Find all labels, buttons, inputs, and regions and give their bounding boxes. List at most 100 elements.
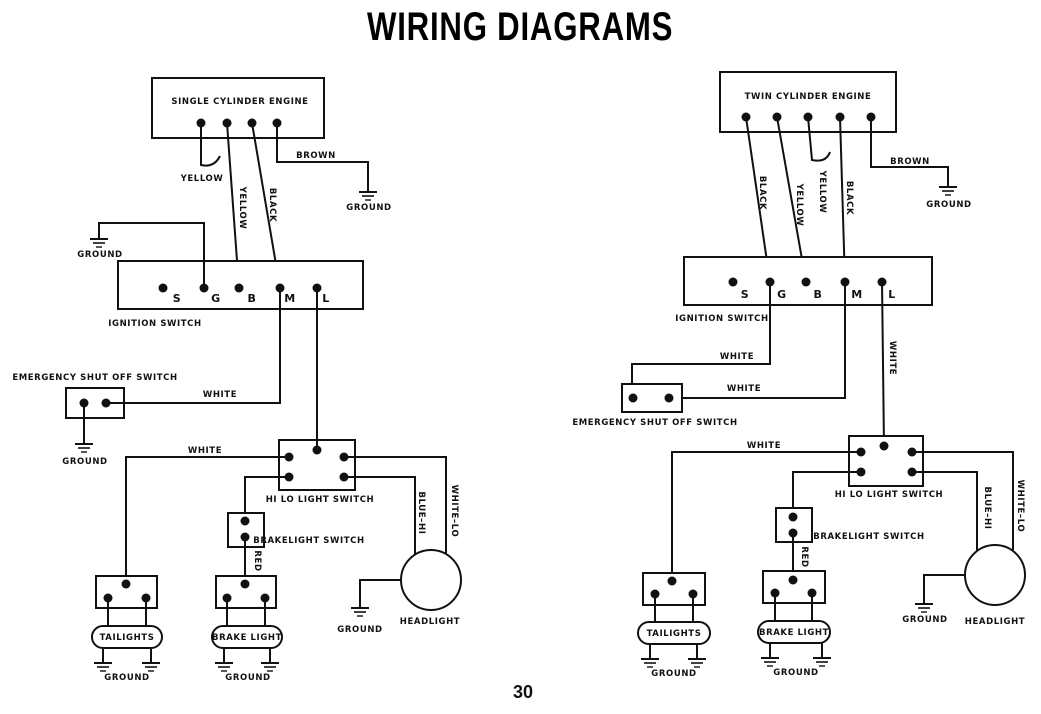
- right-brake-ground-icon-2: [812, 649, 832, 667]
- left-headlight-label: HEADLIGHT: [400, 617, 460, 627]
- right-brown-wire: [870, 117, 949, 181]
- left-tail-ground-label: GROUND: [104, 673, 149, 683]
- right-black-wire-2: [839, 116, 846, 283]
- left-ignition-switch-label: IGNITION SWITCH: [108, 319, 202, 329]
- right-brake-terminal-1: [788, 512, 798, 522]
- right-ign-terminal-s: [728, 277, 738, 287]
- right-black-label-1: BLACK: [757, 176, 767, 210]
- right-brake-ground-icon-1: [760, 649, 780, 667]
- page-title: WIRING DIAGRAMS: [367, 4, 673, 49]
- right-ign-terminal-b: [801, 277, 811, 287]
- right-white-label-2: WHITE: [727, 384, 761, 394]
- left-tail-ground-icon-1: [93, 654, 113, 672]
- right-hilo-brake-wire: [792, 471, 861, 516]
- left-brake-ground-icon-1: [214, 654, 234, 672]
- left-ign-terminal-s: [158, 283, 168, 293]
- left-ign-terminal-b: [234, 283, 244, 293]
- left-brake-light-label: BRAKE LIGHT: [212, 633, 282, 643]
- left-white-tail-label: WHITE: [188, 446, 222, 456]
- right-white-lo-wire: [912, 451, 1014, 550]
- right-white-tail-label: WHITE: [747, 441, 781, 451]
- right-tail-junction-top: [667, 576, 677, 586]
- left-white-lo-label: WHITE–LO: [449, 485, 459, 538]
- left-brakelight-switch-label: BRAKELIGHT SWITCH: [253, 536, 364, 546]
- left-emergency-ground-label: GROUND: [62, 457, 107, 467]
- left-ign-m-label: M: [284, 292, 296, 305]
- right-brakelight-switch-label: BRAKELIGHT SWITCH: [813, 532, 924, 542]
- left-hilo-switch-label: HI LO LIGHT SWITCH: [266, 495, 375, 505]
- left-diagram: SINGLE CYLINDER ENGINE YELLOW YELLOW BLA…: [12, 77, 462, 683]
- left-yellow-loop-label: YELLOW: [180, 174, 224, 184]
- right-brake-light-label: BRAKE LIGHT: [759, 628, 829, 638]
- right-yellow-loop-wire: [807, 116, 831, 162]
- left-brake-ground-icon-2: [260, 654, 280, 672]
- left-black-label: BLACK: [267, 188, 277, 222]
- left-emergency-white-wire: [106, 288, 281, 404]
- right-white-tail-wire: [671, 451, 861, 581]
- left-tailights-icon: [91, 625, 163, 649]
- right-diagram: TWIN CYLINDER ENGINE BLACK YELLOW YELLOW…: [572, 71, 1026, 679]
- right-brake-junction-top: [788, 575, 798, 585]
- left-white-tail-wire: [125, 456, 289, 584]
- left-ignition-ground-icon: [89, 230, 109, 248]
- left-ignition-ground-label: GROUND: [77, 250, 122, 260]
- left-yellow-label: YELLOW: [237, 186, 247, 230]
- right-hilo-terminal-top: [879, 441, 889, 451]
- right-emergency-terminal-1: [628, 393, 638, 403]
- right-headlight-ground-wire: [923, 574, 965, 598]
- left-ignition-ground-wire: [98, 222, 205, 288]
- right-ign-l-label: L: [888, 288, 896, 301]
- left-brake-junction-top: [240, 579, 250, 589]
- left-engine-box: [151, 77, 325, 139]
- right-blue-hi-wire: [912, 471, 978, 552]
- left-headlight-ground-label: GROUND: [337, 625, 382, 635]
- right-ignition-switch-label: IGNITION SWITCH: [675, 314, 769, 324]
- right-headlight-label: HEADLIGHT: [965, 617, 1025, 627]
- right-yellow-loop-label: YELLOW: [817, 170, 827, 214]
- right-blue-hi-label: BLUE–HI: [982, 486, 992, 529]
- right-ign-s-label: S: [741, 288, 750, 301]
- right-yellow-wire: [776, 116, 807, 283]
- right-brown-label: BROWN: [890, 157, 930, 167]
- left-ign-s-label: S: [173, 292, 182, 305]
- left-blue-hi-label: BLUE–HI: [416, 491, 426, 534]
- left-engine-ground-icon: [358, 183, 378, 201]
- right-ign-g-label: G: [777, 288, 787, 301]
- left-ign-l-label: L: [322, 292, 330, 305]
- right-headlight-icon: [964, 544, 1026, 606]
- right-engine-label: TWIN CYLINDER ENGINE: [745, 92, 872, 102]
- left-hilo-switch-box: [278, 439, 356, 491]
- right-tailights-icon: [637, 621, 711, 645]
- page-number: 30: [513, 682, 533, 702]
- right-white-l-label: WHITE: [887, 341, 897, 375]
- right-emergency-terminal-2: [664, 393, 674, 403]
- left-hilo-brake-wire: [244, 476, 289, 520]
- right-tail-ground-icon-1: [640, 650, 660, 668]
- right-emergency-switch-label: EMERGENCY SHUT OFF SWITCH: [572, 418, 737, 428]
- right-tail-ground-icon-2: [687, 650, 707, 668]
- left-brake-light-icon: [211, 625, 283, 649]
- right-ign-b-label: B: [814, 288, 823, 301]
- right-engine-ground-label: GROUND: [926, 200, 971, 210]
- left-tail-ground-icon-2: [141, 654, 161, 672]
- left-headlight-ground-icon: [350, 599, 370, 617]
- left-emergency-switch-label: EMERGENCY SHUT OFF SWITCH: [12, 373, 177, 383]
- left-brake-terminal-1: [240, 516, 250, 526]
- right-brake-ground-label: GROUND: [773, 668, 818, 678]
- left-ign-b-label: B: [248, 292, 257, 305]
- left-headlight-ground-wire: [359, 579, 401, 602]
- left-engine-label: SINGLE CYLINDER ENGINE: [171, 97, 308, 107]
- right-tail-ground-label: GROUND: [651, 669, 696, 679]
- right-headlight-ground-icon: [914, 595, 934, 613]
- left-blue-hi-wire: [344, 476, 416, 557]
- right-ign-m-label: M: [851, 288, 863, 301]
- left-yellow-loop-wire: [200, 123, 221, 167]
- left-headlight-icon: [400, 549, 462, 611]
- right-headlight-ground-label: GROUND: [902, 615, 947, 625]
- right-tailights-label: TAILIGHTS: [647, 629, 702, 639]
- left-brown-wire: [276, 123, 369, 186]
- right-black-wire-1: [745, 116, 771, 283]
- left-engine-ground-label: GROUND: [346, 203, 391, 213]
